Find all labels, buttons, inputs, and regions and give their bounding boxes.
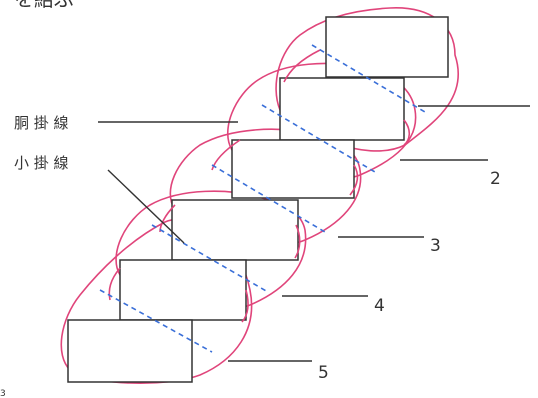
overlay-3 (211, 139, 241, 171)
number-label-2: 2 (490, 169, 501, 189)
rectangle-6 (67, 319, 193, 383)
number-label-5: 5 (318, 363, 329, 383)
leader-lines (98, 105, 530, 362)
rectangle-5 (119, 259, 247, 321)
dashed-lines (99, 44, 426, 353)
dashed-line-3 (211, 164, 326, 233)
leader-line-ko-kakesen (107, 169, 185, 244)
dashed-line-5 (99, 289, 213, 353)
dashed-line-4 (151, 224, 269, 293)
overlay-4 (349, 164, 359, 196)
binding-rectangles (67, 16, 449, 383)
rectangle-2 (279, 77, 405, 141)
dashed-line-2 (261, 104, 376, 173)
corner-mark: 3 (0, 389, 6, 398)
overlay-2 (403, 119, 411, 146)
dashed-line-1 (311, 44, 426, 113)
overlay-7 (108, 267, 121, 301)
number-label-4: 4 (374, 296, 385, 316)
top-partial-label: を結ぶ (14, 0, 74, 11)
rectangle-1 (325, 16, 449, 78)
overlay-6 (294, 224, 301, 259)
pink-overlays (108, 49, 411, 323)
label-ko-kakesen: 小 掛 線 (14, 154, 69, 172)
overlay-1 (283, 49, 321, 83)
overlay-8 (241, 289, 249, 323)
number-label-3: 3 (430, 236, 441, 256)
rectangle-4 (171, 199, 299, 261)
label-do-kakesen: 胴 掛 線 (14, 114, 69, 132)
outline-1 (275, 7, 460, 152)
